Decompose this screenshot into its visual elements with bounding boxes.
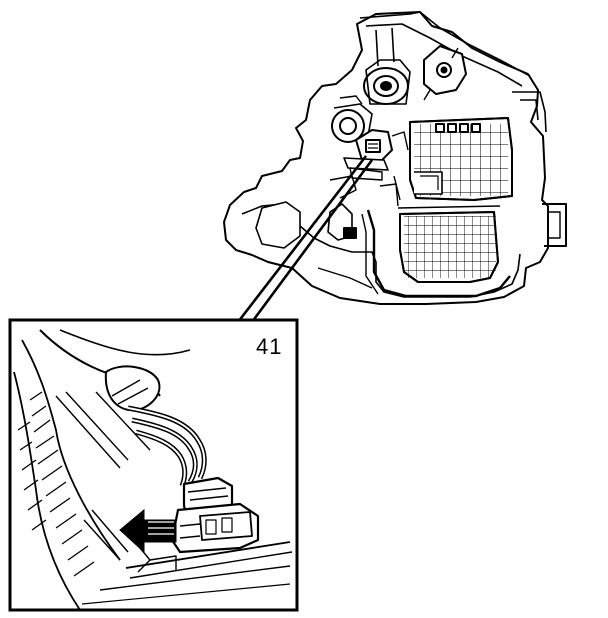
callout-number-label: 41 — [256, 334, 283, 359]
main-assembly — [223, 11, 567, 305]
arrow-icon — [119, 508, 177, 554]
callout-pointer — [236, 155, 374, 323]
detail-frame — [8, 318, 299, 612]
detail-inset — [8, 318, 299, 612]
